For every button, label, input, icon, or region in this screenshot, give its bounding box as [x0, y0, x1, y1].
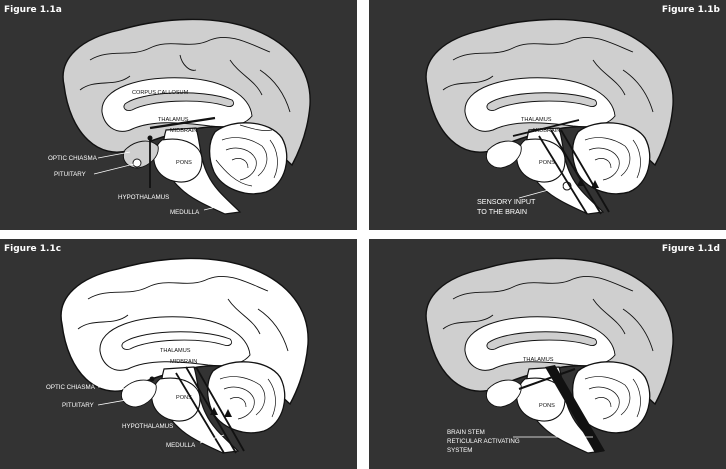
corpus-callosum: [486, 331, 598, 350]
cerebellum: [208, 122, 288, 195]
label-ras-line3: SYSTEM: [447, 447, 472, 454]
figure-title: Figure 1.1c: [4, 244, 62, 254]
label-pons: PONS: [176, 395, 192, 401]
corpus-callosum: [121, 331, 233, 350]
pons: [516, 377, 566, 422]
hypothalamus-region: [121, 379, 157, 408]
figure-title: Figure 1.1a: [4, 5, 62, 15]
label-ras-line2: RETICULAR ACTIVATING: [447, 438, 520, 445]
ascending-tracts: [175, 366, 245, 454]
label-thalamus: THALAMUS: [521, 117, 552, 123]
brain-diagram: CORPUS CALLOSUM THALAMUS MIDBRAIN PONS O…: [48, 18, 311, 216]
cerebellum: [571, 361, 651, 434]
label-sensory-input-line1: SENSORY INPUT: [477, 197, 536, 206]
brain-diagram: THALAMUS MIDBRAIN PONS OPTIC CHIASMA PIT…: [46, 257, 309, 454]
gyri-lines: [79, 36, 291, 113]
label-hypothalamus: HYPOTHALAMUS: [122, 423, 173, 430]
label-thalamus: THALAMUS: [523, 357, 554, 363]
label-thalamus: THALAMUS: [158, 117, 189, 123]
reticular-activating-system: [545, 365, 605, 453]
gyri-lines: [77, 275, 289, 352]
label-pons: PONS: [539, 160, 555, 166]
gyri-lines: [442, 36, 654, 113]
corpus-callosum: [486, 92, 598, 111]
label-optic-chiasma: OPTIC CHIASMA: [46, 384, 96, 391]
label-ras-line1: BRAIN STEM: [447, 429, 485, 436]
label-optic-chiasma: OPTIC CHIASMA: [48, 155, 98, 162]
figure-title: Figure 1.1d: [661, 244, 720, 254]
panel-figure-1-1a: Figure 1.1a: [0, 0, 357, 230]
pituitary-gland: [132, 158, 142, 168]
label-thalamus: THALAMUS: [160, 348, 191, 354]
label-pons: PONS: [539, 403, 555, 409]
cerebellum: [571, 122, 651, 195]
label-sensory-input-line2: TO THE BRAIN: [477, 207, 527, 216]
brain-diagram: THALAMUS PONS BRAIN STEM RETICULAR ACTIV…: [425, 257, 674, 454]
pons: [516, 138, 566, 183]
label-hypothalamus: HYPOTHALAMUS: [118, 194, 169, 201]
label-midbrain: MIDBRAIN: [170, 128, 197, 134]
hypothalamus-region: [486, 379, 522, 408]
label-medulla: MEDULLA: [170, 209, 200, 216]
pons: [151, 377, 201, 422]
gyri-lines: [442, 275, 654, 352]
label-medulla: MEDULLA: [166, 442, 196, 449]
label-pituitary: PITUITARY: [54, 171, 86, 178]
panel-figure-1-1d: Figure 1.1d THALAMUS PONS BRAI: [369, 239, 726, 469]
panel-figure-1-1c: Figure 1.1c: [0, 239, 357, 469]
hypothalamus-region: [486, 140, 522, 169]
cerebellum: [206, 361, 286, 434]
corpus-callosum: [123, 92, 235, 111]
label-midbrain: MIDBRAIN: [533, 128, 560, 134]
sensory-tracts: [512, 119, 610, 215]
label-pons: PONS: [176, 160, 192, 166]
label-midbrain: MIDBRAIN: [170, 359, 197, 365]
figure-title: Figure 1.1b: [661, 5, 720, 15]
label-corpus-callosum: CORPUS CALLOSUM: [132, 90, 189, 96]
pons: [153, 138, 203, 183]
label-pituitary: PITUITARY: [62, 402, 94, 409]
brain-diagram: THALAMUS MIDBRAIN PONS SENSORY INPUT TO …: [425, 18, 674, 216]
panel-figure-1-1b: Figure 1.1b: [369, 0, 726, 230]
